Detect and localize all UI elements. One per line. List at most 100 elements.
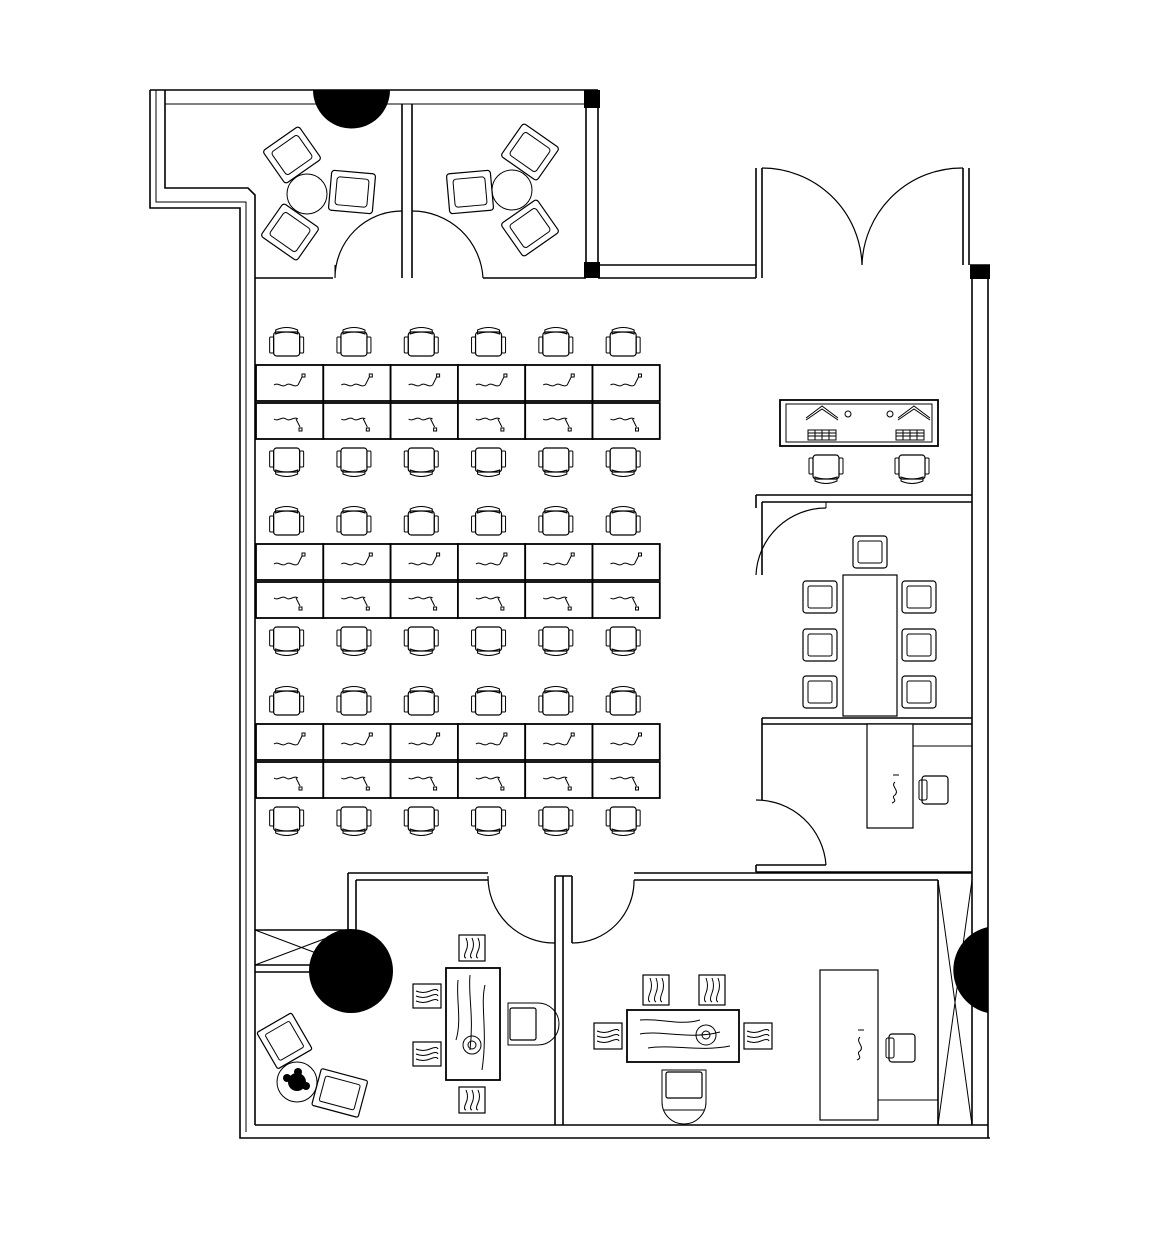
side-chair [412, 1041, 442, 1067]
lounge-room-right [445, 123, 559, 257]
lounge-divider [401, 104, 413, 278]
desk [389, 364, 459, 402]
office-chair [403, 506, 439, 536]
desk [524, 364, 594, 402]
director-side-chairs [593, 974, 773, 1050]
office-chair [538, 626, 574, 656]
side-chair [458, 1086, 486, 1114]
desk [456, 761, 527, 799]
office-chair [269, 506, 305, 536]
desk [389, 581, 459, 619]
side-chair [593, 1022, 623, 1050]
office-chair [403, 686, 439, 716]
office-chair [605, 806, 641, 836]
manager-chair [507, 1002, 560, 1046]
meeting-chair [901, 580, 937, 614]
office-chair [269, 806, 305, 836]
front-desk-chairs [808, 454, 930, 484]
workstation-row [255, 506, 661, 656]
desk [591, 723, 661, 761]
office-chair [471, 806, 507, 836]
office-chair [471, 686, 507, 716]
director-office [626, 1009, 740, 1063]
office-chair [538, 506, 574, 536]
office-chair [894, 454, 930, 484]
office-chair [605, 327, 641, 357]
computer-right [886, 405, 931, 441]
workstation-row [255, 327, 661, 477]
desk [524, 723, 594, 761]
desk [524, 402, 594, 440]
office-chair [403, 626, 439, 656]
office-chair [605, 626, 641, 656]
desk [322, 364, 392, 402]
office-chair [269, 626, 305, 656]
office-chair [403, 327, 439, 357]
desk [322, 402, 392, 440]
office-chair [336, 506, 372, 536]
lounge-doors[interactable] [334, 210, 484, 279]
desk [255, 543, 325, 581]
desk [389, 543, 459, 581]
desk [389, 723, 459, 761]
office-chair [403, 447, 439, 477]
desk [456, 402, 527, 440]
side-chair [412, 983, 442, 1009]
side-chair [743, 1022, 773, 1050]
office-chair [808, 454, 844, 484]
lounge-corner [256, 1012, 368, 1118]
front-desk [779, 399, 939, 447]
desk [591, 581, 661, 619]
desk [524, 581, 594, 619]
side-chair [458, 934, 486, 962]
office-chair [538, 327, 574, 357]
entrance-double-door[interactable] [761, 167, 964, 266]
desk [456, 723, 527, 761]
side-chair [642, 974, 670, 1006]
director-chair [661, 1069, 707, 1125]
office-chair [471, 327, 507, 357]
desk [322, 581, 392, 619]
office-chair [471, 447, 507, 477]
structural-columns [309, 90, 988, 1013]
office-chair [538, 447, 574, 477]
desk [456, 364, 527, 402]
manager-side-chairs [412, 934, 486, 1114]
right-partitions [755, 494, 972, 873]
meeting-chair [802, 580, 838, 614]
desk [255, 723, 325, 761]
workstation-row [255, 686, 661, 836]
desk [524, 543, 594, 581]
bottom-office-walls [254, 872, 973, 1126]
office-chair [336, 327, 372, 357]
desk [591, 543, 661, 581]
computer-left [805, 405, 852, 441]
meeting-room [842, 535, 898, 717]
office-chair [471, 626, 507, 656]
desk [322, 761, 392, 799]
desk [255, 364, 325, 402]
desk [255, 581, 325, 619]
desk [389, 761, 459, 799]
office-chair [403, 806, 439, 836]
meeting-room-chairs [802, 580, 937, 709]
office-chair [269, 686, 305, 716]
desk [322, 723, 392, 761]
office-chair [336, 806, 372, 836]
desk [524, 761, 594, 799]
meeting-chair [901, 628, 937, 662]
office-chair [471, 506, 507, 536]
desk [591, 761, 661, 799]
desk [591, 402, 661, 440]
desk [255, 761, 325, 799]
office-chair [336, 447, 372, 477]
manager-office [445, 967, 501, 1081]
office-chair [269, 327, 305, 357]
meeting-chair [901, 675, 937, 709]
office-chair [605, 447, 641, 477]
desk [456, 581, 527, 619]
desk [322, 543, 392, 581]
office-chair [538, 806, 574, 836]
desk [456, 543, 527, 581]
